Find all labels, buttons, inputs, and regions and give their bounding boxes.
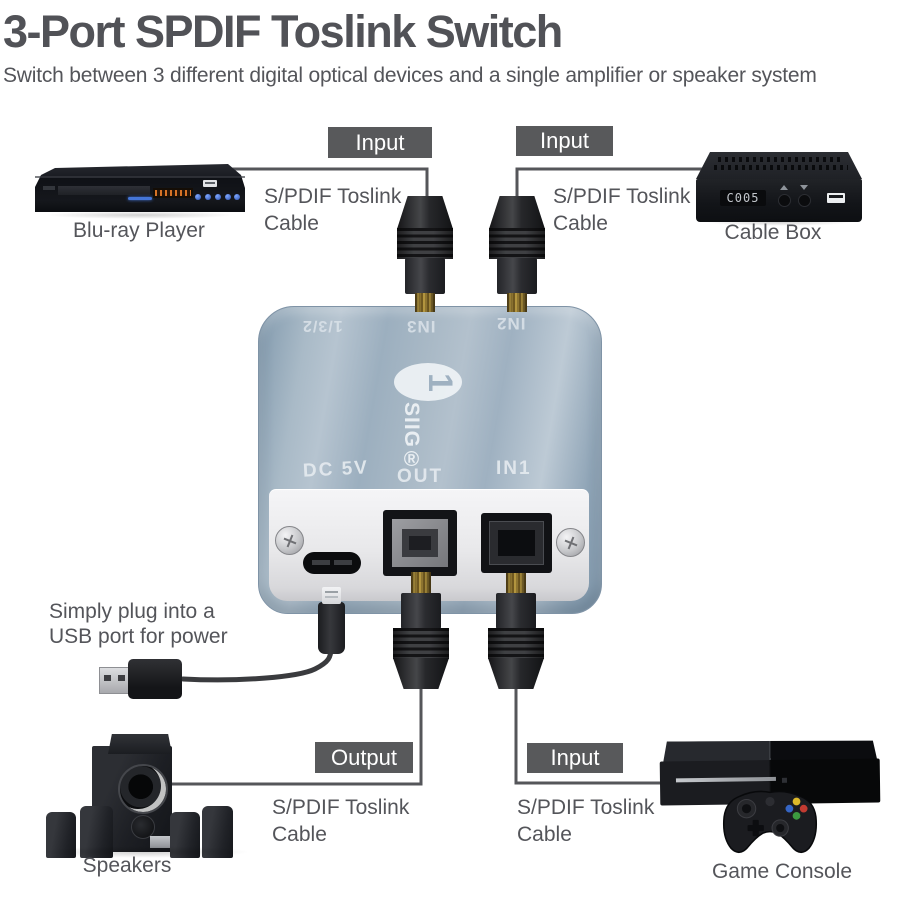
usb-power-cable	[180, 645, 334, 683]
console-eject-button	[781, 777, 788, 783]
usb-power-note: Simply plug into a USB port for power	[49, 600, 228, 648]
switch-label-dc5v: DC 5V	[302, 457, 370, 482]
toslink-plug-in2	[489, 196, 545, 229]
toslink-tip-in1	[506, 573, 526, 594]
speakers-label: Speakers	[82, 854, 172, 877]
toslink-plug-in1	[488, 628, 544, 659]
cablebox-shadow	[704, 218, 854, 226]
switch-label-selector: 1/3/2	[302, 317, 343, 334]
toslink-plug-in1	[496, 593, 536, 629]
button-x	[785, 804, 794, 813]
toslink-tip-in2	[507, 293, 527, 312]
satellite-speaker	[170, 812, 200, 858]
cable-box: C005	[696, 152, 862, 226]
satellite-speaker	[202, 806, 233, 858]
toslink-plug-in3	[405, 258, 445, 294]
screw-icon	[556, 528, 585, 557]
cablebox-vents	[718, 157, 844, 162]
cablebox-display: C005	[720, 190, 766, 206]
cablebox-front: C005	[696, 179, 862, 222]
switch-label-in1: IN1	[496, 458, 532, 479]
switch-in1-port	[481, 513, 552, 573]
console-disc-slot	[675, 776, 776, 783]
page-subtitle: Switch between 3 different digital optic…	[3, 64, 817, 87]
toslink-plug-in2	[497, 258, 537, 294]
cable-label-top-left: S/PDIF Toslink Cable	[264, 185, 402, 236]
bluray-top-edge	[35, 176, 245, 178]
subwoofer-badge	[150, 836, 170, 848]
cablebox-top	[696, 152, 862, 179]
button-b	[799, 804, 808, 813]
micro-usb-plug	[318, 602, 345, 654]
down-arrow-icon	[800, 185, 808, 190]
bluray-player	[35, 163, 245, 219]
bluray-button	[195, 194, 201, 200]
bluray-logo-mark	[43, 186, 55, 190]
bluray-button	[234, 194, 240, 200]
cablebox-button-down	[798, 194, 811, 207]
bluray-led-strip	[128, 197, 152, 200]
bluray-display	[153, 188, 193, 198]
cable-label-bottom-left: S/PDIF Toslink Cable	[272, 796, 410, 847]
speaker-system	[40, 728, 260, 860]
game-controller	[723, 790, 817, 854]
cablebox-usb-port	[827, 193, 845, 203]
switch-label-out: OUT	[397, 466, 444, 487]
switch-label-in2: IN2	[496, 314, 526, 333]
cable-label-bottom-right: S/PDIF Toslink Cable	[517, 796, 655, 847]
siig-brand-text: SIIG®	[400, 402, 423, 473]
screw-icon	[275, 526, 304, 555]
badge-input-top-left: Input	[328, 127, 432, 158]
switch-out-port	[383, 510, 457, 576]
switch-label-in3: IN3	[406, 317, 436, 336]
usb-a-plug-body	[128, 659, 182, 699]
button-y	[792, 797, 801, 806]
toslink-plug-in2	[489, 228, 545, 259]
usb-a-connector	[99, 667, 130, 694]
toslink-tip-out	[411, 572, 431, 594]
satellite-speaker	[80, 806, 113, 858]
bluray-button	[205, 194, 211, 200]
cablebox-button-up	[778, 194, 791, 207]
bluray-shadow	[45, 211, 235, 219]
center-speaker	[108, 734, 172, 754]
siig-logo-digit: 1	[420, 372, 459, 392]
spdif-switch: 1/3/2 IN3 IN2 1 SIIG® DC 5V OUT IN1	[258, 306, 602, 614]
game-console	[655, 733, 895, 873]
toslink-plug-out	[393, 628, 449, 659]
badge-output-bottom: Output	[315, 742, 413, 773]
switch-front-plate	[269, 489, 589, 601]
toslink-plug-in3	[397, 228, 453, 259]
toslink-plug-out	[401, 593, 441, 629]
bluray-usb-port	[203, 180, 217, 187]
satellite-speaker	[46, 812, 76, 858]
up-arrow-icon	[780, 185, 788, 190]
switch-microusb-port	[303, 552, 361, 574]
subwoofer-driver	[118, 764, 168, 814]
siig-logo-icon: 1	[394, 363, 462, 401]
toslink-tip-in3	[415, 293, 435, 312]
cablebox-label: Cable Box	[724, 221, 822, 244]
subwoofer-tweeter	[131, 815, 155, 839]
page-title: 3-Port SPDIF Toslink Switch	[3, 6, 563, 57]
console-label: Game Console	[711, 860, 853, 883]
button-a	[792, 811, 801, 820]
toslink-plug-in3	[397, 196, 453, 229]
toslink-plug-in1	[488, 658, 544, 689]
badge-input-top-right: Input	[516, 126, 613, 156]
toslink-plug-out	[393, 658, 449, 689]
bluray-disc-tray	[58, 186, 150, 195]
bluray-label: Blu-ray Player	[73, 219, 205, 242]
micro-usb-tip	[322, 587, 341, 604]
speakers-shadow	[40, 846, 250, 858]
bluray-button	[215, 194, 221, 200]
cablebox-vents	[714, 165, 848, 170]
bluray-button	[225, 194, 231, 200]
badge-input-bottom: Input	[527, 743, 623, 773]
